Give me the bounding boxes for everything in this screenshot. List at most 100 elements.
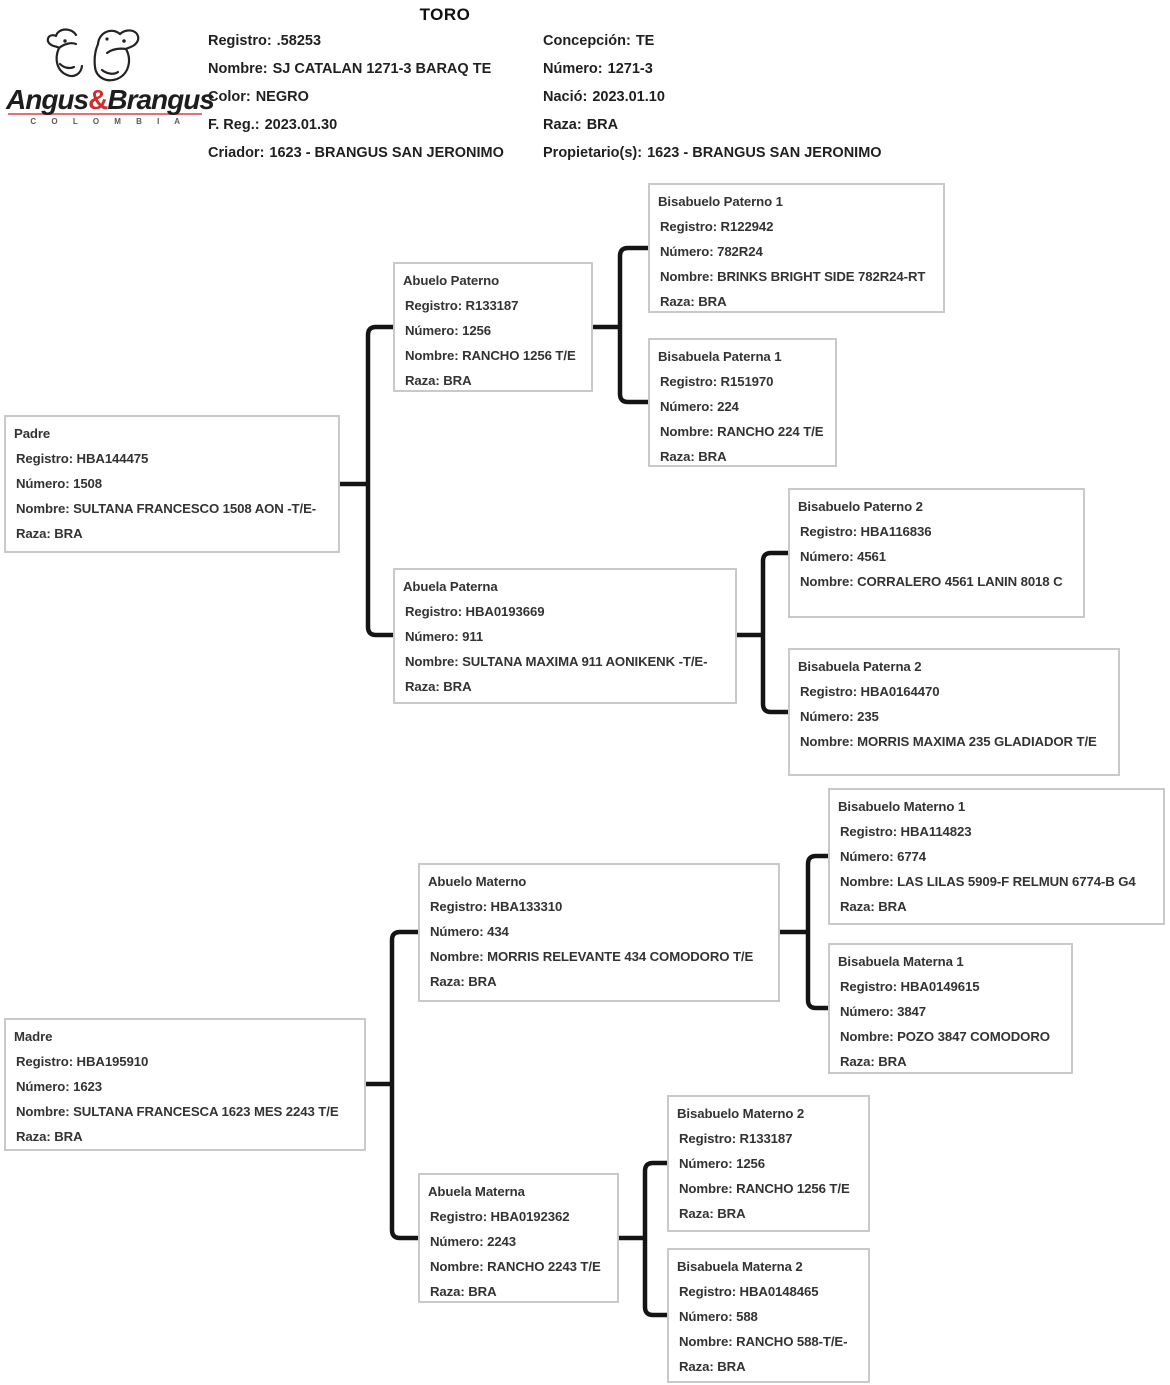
header-field-criador: Criador:1623 - BRANGUS SAN JERONIMO	[208, 145, 504, 161]
brand-brangus: Brangus	[107, 84, 215, 115]
connector-madre-abuelos	[366, 929, 418, 1241]
box-line: Número: 911	[405, 629, 484, 644]
box-title: Bisabuelo Materno 1	[838, 799, 966, 814]
box-line: Número: 1256	[679, 1156, 766, 1171]
box-line: Raza: BRA	[840, 899, 907, 914]
brand-underline	[8, 113, 202, 115]
box-line: Raza: BRA	[16, 526, 83, 541]
box-line: Raza: BRA	[660, 449, 727, 464]
box-title: Bisabuelo Paterno 2	[798, 499, 923, 514]
header-field-nombre: Nombre:SJ CATALAN 1271-3 BARAQ TE	[208, 61, 492, 77]
connector-padre-abuelos	[340, 324, 393, 638]
box-line: Registro: R151970	[660, 374, 774, 389]
box-line: Nombre: SULTANA FRANCESCA 1623 MES 2243 …	[16, 1104, 339, 1119]
pedigree-box-bisabuelo-materno-1: Bisabuelo Materno 1 Registro: HBA114823 …	[828, 788, 1165, 925]
header-field-freg: F. Reg.:2023.01.30	[208, 117, 338, 133]
box-line: Raza: BRA	[840, 1054, 907, 1069]
pedigree-box-abuela-materna: Abuela Materna Registro: HBA0192362 Núme…	[418, 1173, 619, 1303]
box-line: Registro: R122942	[660, 219, 774, 234]
pedigree-box-bisabuelo-materno-2: Bisabuelo Materno 2 Registro: R133187 Nú…	[667, 1095, 870, 1232]
box-line: Número: 1508	[16, 476, 103, 491]
header-field-propietario: Propietario(s):1623 - BRANGUS SAN JERONI…	[543, 145, 882, 161]
box-title: Abuela Materna	[428, 1184, 525, 1199]
box-line: Registro: HBA0148465	[679, 1284, 819, 1299]
box-line: Número: 588	[679, 1309, 758, 1324]
box-title: Padre	[14, 426, 51, 441]
box-line: Registro: R133187	[405, 298, 519, 313]
pedigree-box-bisabuela-paterna-2: Bisabuela Paterna 2 Registro: HBA0164470…	[788, 648, 1120, 776]
box-line: Raza: BRA	[16, 1129, 83, 1144]
connector-abuela-materna-bisabuelos	[619, 1160, 667, 1318]
pedigree-box-madre: Madre Registro: HBA195910 Número: 1623 N…	[4, 1018, 366, 1151]
box-line: Registro: HBA195910	[16, 1054, 149, 1069]
pedigree-box-bisabuelo-paterno-1: Bisabuelo Paterno 1 Registro: R122942 Nú…	[648, 183, 945, 313]
box-line: Registro: HBA0149615	[840, 979, 980, 994]
pedigree-box-abuelo-paterno: Abuelo Paterno Registro: R133187 Número:…	[393, 262, 593, 392]
pedigree-box-abuelo-materno: Abuelo Materno Registro: HBA133310 Númer…	[418, 863, 780, 1002]
box-title: Bisabuela Materna 1	[838, 954, 964, 969]
box-line: Raza: BRA	[660, 294, 727, 309]
box-title: Abuela Paterna	[403, 579, 498, 594]
brand-ampersand: &	[88, 84, 108, 115]
pedigree-box-padre: Padre Registro: HBA144475 Número: 1508 N…	[4, 415, 340, 553]
box-title: Bisabuelo Paterno 1	[658, 194, 783, 209]
box-line: Nombre: POZO 3847 COMODORO	[840, 1029, 1050, 1044]
brand-angus: Angus	[6, 84, 89, 115]
box-line: Número: 4561	[800, 549, 887, 564]
page-title: TORO	[419, 5, 471, 24]
box-line: Raza: BRA	[405, 373, 472, 388]
box-line: Nombre: LAS LILAS 5909-F RELMUN 6774-B G…	[840, 874, 1136, 889]
box-line: Registro: HBA133310	[430, 899, 563, 914]
brand-wordmark: Angus&Brangus	[6, 86, 215, 114]
box-title: Abuelo Paterno	[403, 273, 500, 288]
box-line: Raza: BRA	[430, 1284, 497, 1299]
box-line: Nombre: RANCHO 224 T/E	[660, 424, 824, 439]
box-line	[798, 594, 1075, 619]
box-line: Número: 224	[660, 399, 739, 414]
box-line: Número: 1256	[405, 323, 492, 338]
box-title: Bisabuela Paterna 1	[658, 349, 782, 364]
box-line: Registro: HBA144475	[16, 451, 149, 466]
header-field-nacio: Nació:2023.01.10	[543, 89, 665, 105]
connector-abuelo-paterno-bisabuelos	[593, 245, 648, 405]
header-field-color: Color:NEGRO	[208, 89, 309, 105]
box-title: Bisabuela Materna 2	[677, 1259, 803, 1274]
box-line: Nombre: RANCHO 588-T/E-	[679, 1334, 848, 1349]
box-title: Bisabuelo Materno 2	[677, 1106, 805, 1121]
box-line: Registro: HBA0164470	[800, 684, 940, 699]
box-line: Raza: BRA	[405, 679, 472, 694]
connector-abuela-paterna-bisabuelos	[737, 550, 788, 715]
connector-abuelo-materno-bisabuelos	[780, 853, 828, 1011]
header-field-raza: Raza:BRA	[543, 117, 619, 133]
box-line: Número: 235	[800, 709, 879, 724]
box-line: Número: 782R24	[660, 244, 763, 259]
box-line: Nombre: SULTANA FRANCESCO 1508 AON -T/E-	[16, 501, 317, 516]
box-line: Registro: HBA114823	[840, 824, 972, 839]
box-line: Registro: HBA0193669	[405, 604, 545, 619]
box-line: Número: 2243	[430, 1234, 517, 1249]
box-line: Nombre: CORRALERO 4561 LANIN 8018 C	[800, 574, 1063, 589]
angus-brangus-logo: Angus&Brangus C O L O M B I A	[6, 26, 215, 126]
box-line: Nombre: RANCHO 1256 T/E	[405, 348, 576, 363]
pedigree-box-bisabuela-materna-1: Bisabuela Materna 1 Registro: HBA0149615…	[828, 943, 1073, 1074]
box-line: Raza: BRA	[679, 1206, 746, 1221]
box-title: Bisabuela Paterna 2	[798, 659, 922, 674]
box-title: Abuelo Materno	[428, 874, 527, 889]
box-line: Número: 6774	[840, 849, 927, 864]
cattle-heads-icon	[46, 28, 140, 82]
box-line: Número: 3847	[840, 1004, 927, 1019]
box-line: Nombre: RANCHO 1256 T/E	[679, 1181, 850, 1196]
header-field-concepcion: Concepción:TE	[543, 33, 655, 49]
box-line	[798, 754, 1110, 779]
header-field-numero: Número:1271-3	[543, 61, 653, 77]
box-title: Madre	[14, 1029, 53, 1044]
box-line: Nombre: MORRIS RELEVANTE 434 COMODORO T/…	[430, 949, 754, 964]
box-line: Nombre: BRINKS BRIGHT SIDE 782R24-RT	[660, 269, 926, 284]
pedigree-box-abuela-paterna: Abuela Paterna Registro: HBA0193669 Núme…	[393, 568, 737, 704]
pedigree-box-bisabuela-materna-2: Bisabuela Materna 2 Registro: HBA0148465…	[667, 1248, 870, 1383]
header-field-registro: Registro:.58253	[208, 33, 322, 49]
box-line: Raza: BRA	[430, 974, 497, 989]
box-line: Raza: BRA	[679, 1359, 746, 1374]
box-line: Nombre: MORRIS MAXIMA 235 GLADIADOR T/E	[800, 734, 1097, 749]
